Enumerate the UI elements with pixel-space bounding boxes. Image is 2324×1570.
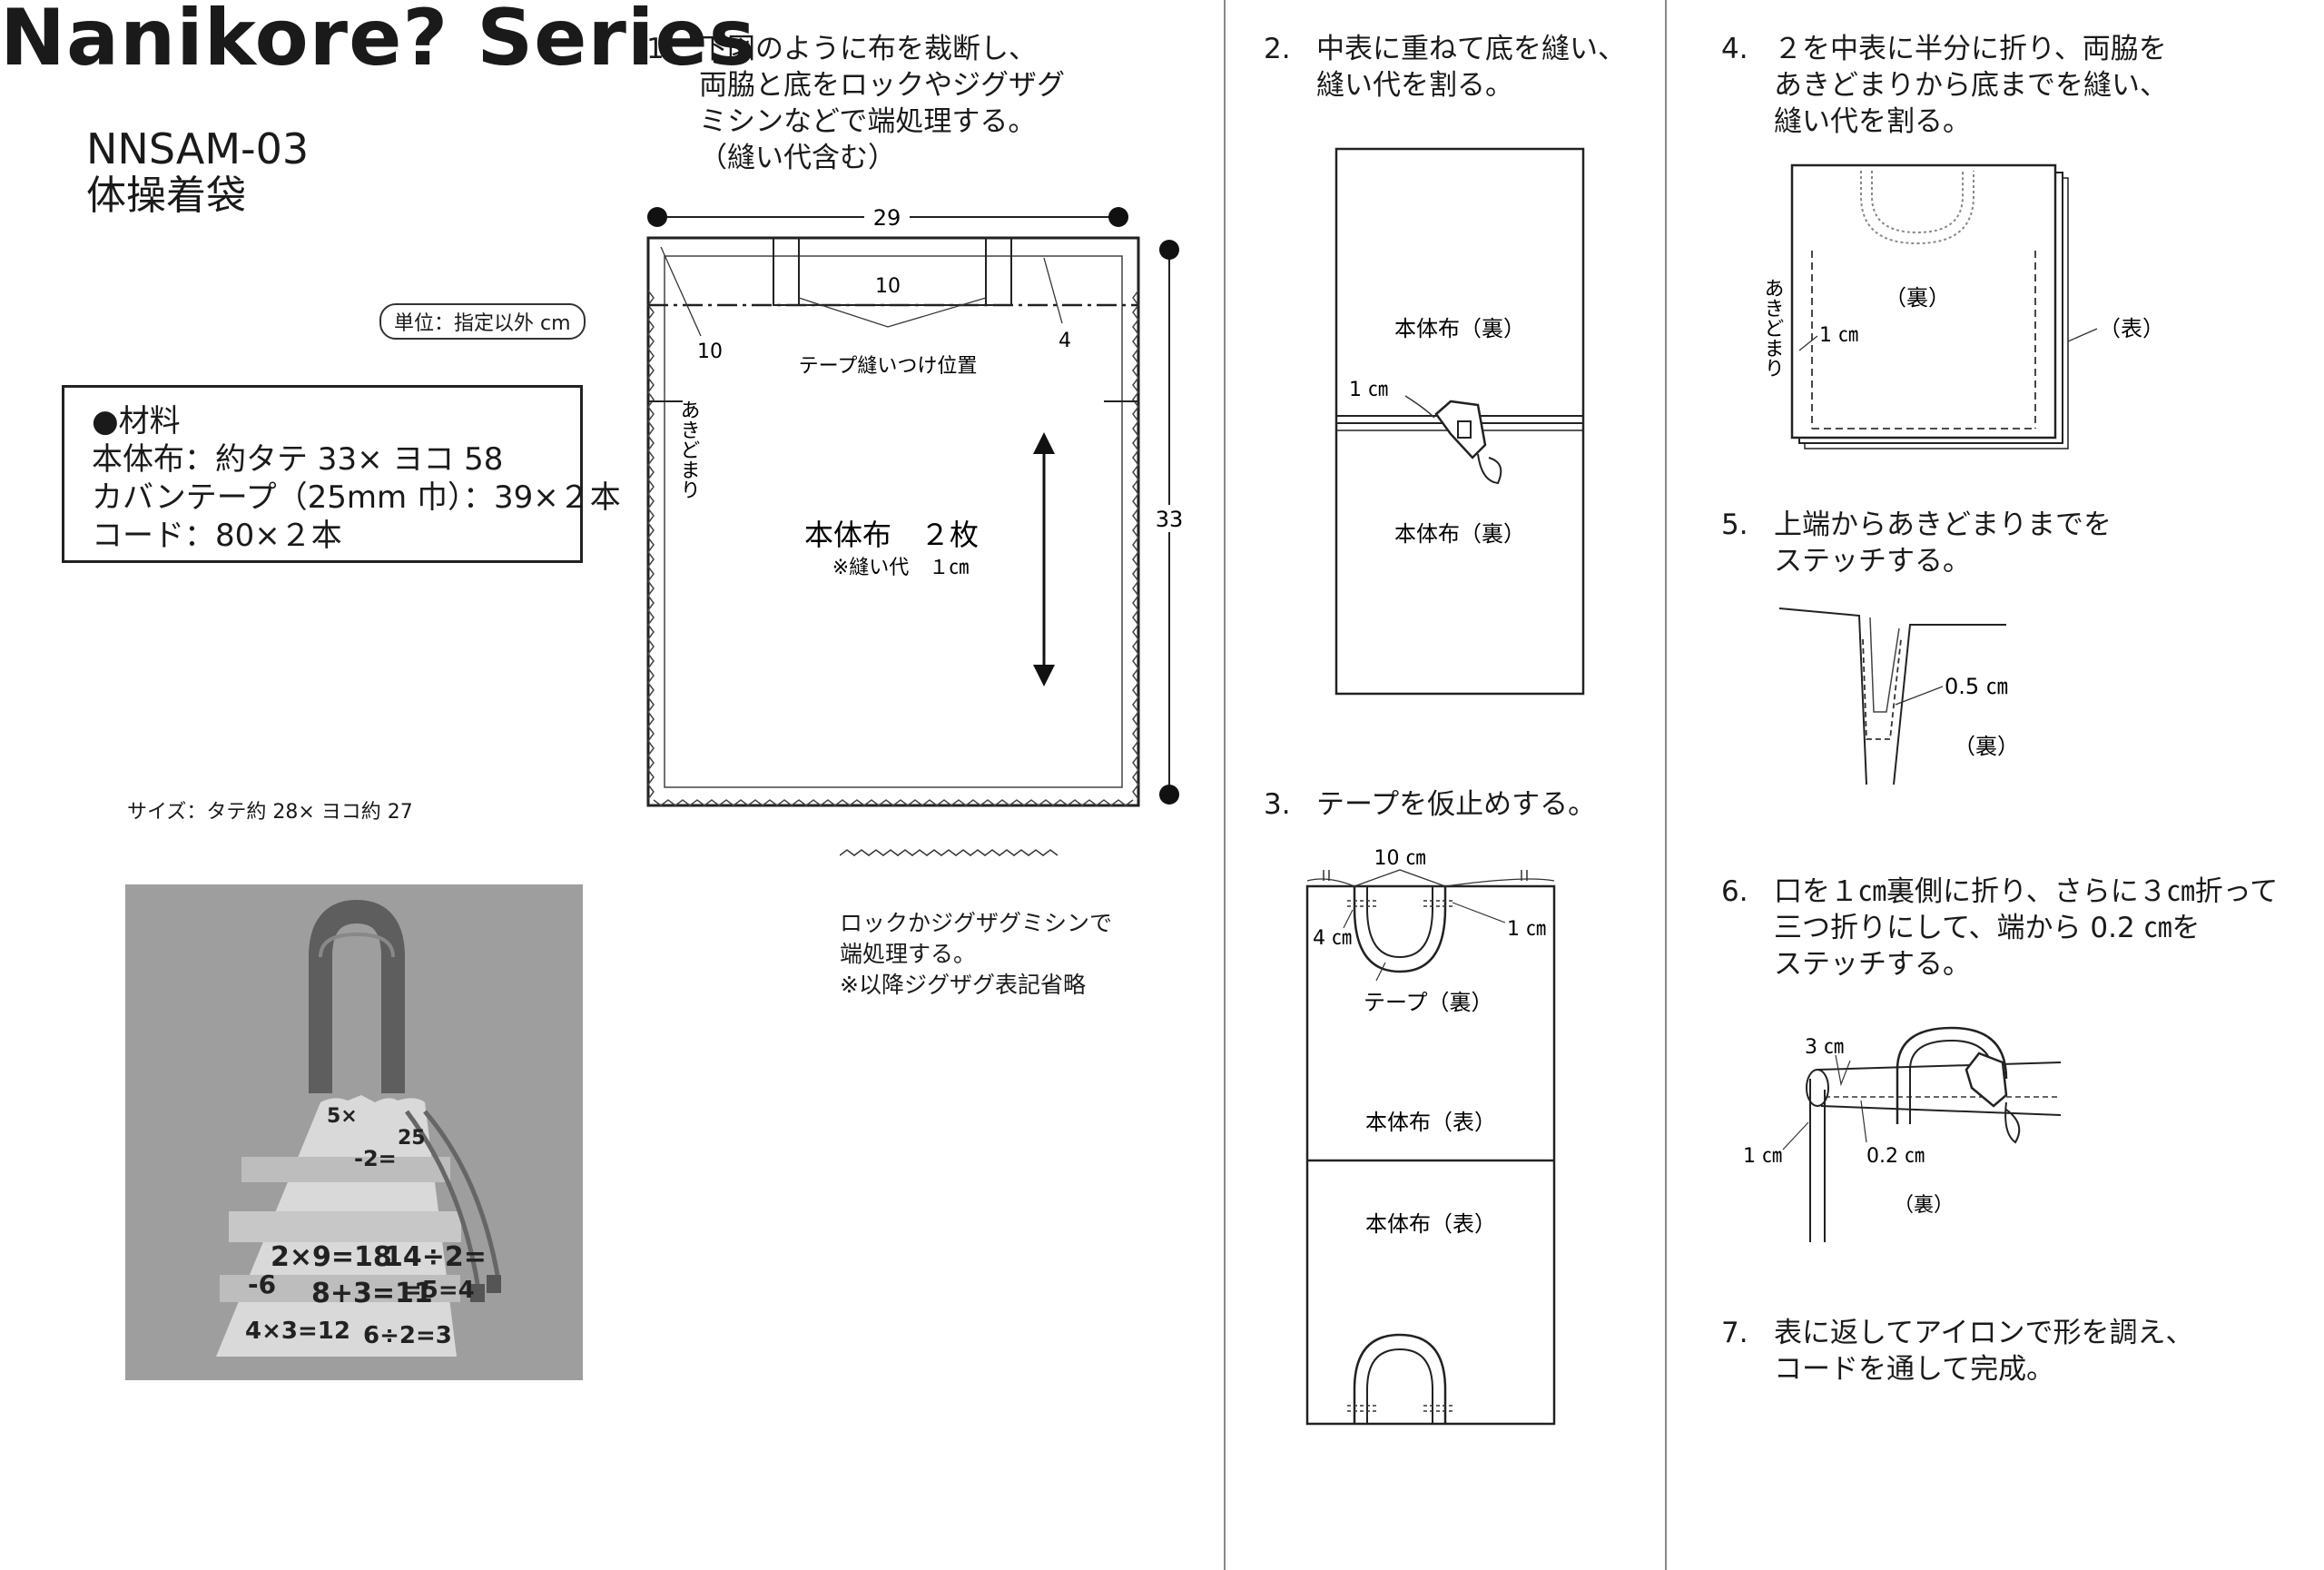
step-1: 1.下図のように布を裁断し、 両脇と底をロックやジグザグ ミシンなどで端処理する… (646, 33, 1065, 174)
seam-allowance-note: ※縫い代 １㎝ (832, 557, 969, 579)
materials-heading: ●材料 (92, 403, 181, 439)
stitch-dim: 0.5 ㎝ (1945, 674, 2008, 699)
back-side-label: （裏） (1885, 285, 1950, 311)
zigzag-note: ロックかジグザグミシンで 端処理する。 ※以降ジグザグ表記省略 (840, 910, 1113, 998)
step-5: 5.上端からあきどまりまでを ステッチする。 (1721, 509, 2112, 578)
back-side-label: （裏） (1954, 734, 2019, 759)
photo-text: 6÷2=3 (363, 1322, 452, 1349)
step-7: 7.表に返してアイロンで形を調え、 コードを通して完成。 (1721, 1317, 2194, 1386)
photo-text: 25 (398, 1127, 426, 1150)
diagram-side-seams: （裏） （表） あきどまり 1 ㎝ (1761, 163, 2153, 449)
product-code: NNSAM-03 (86, 124, 310, 173)
diagram-bottom-seam: 本体布（裏） 本体布（裏） 1 ㎝ (1334, 147, 1585, 696)
photo-text: 4×3=12 (245, 1318, 350, 1345)
stitch-dim: 0.2 ㎝ (1866, 1145, 1925, 1168)
opening-stop-label: あきどまり (1761, 278, 1784, 378)
size-note: サイズ：タテ約 28× ヨコ約 27 (127, 801, 413, 824)
brand-title: Nanikore? Series (0, 0, 756, 84)
opening-stop-label: あきどまり (677, 400, 700, 499)
tape-right-dim: 1 ㎝ (1507, 918, 1546, 941)
zigzag-icon (840, 849, 1059, 856)
materials-box: ●材料 本体布：約タテ 33× ヨコ 58 カバンテープ（25mm 巾）：39×… (62, 385, 621, 563)
dim-width: 29 (873, 205, 901, 231)
unit-note: 単位：指定以外 cm (379, 303, 586, 340)
photo-text: 14÷2= (384, 1241, 487, 1273)
top-fabric-label: 本体布（裏） (1394, 316, 1525, 341)
photo-text: 5× (327, 1105, 358, 1128)
tape-left-dim: 4 ㎝ (1313, 927, 1352, 950)
seam-dim: 1 ㎝ (1819, 324, 1858, 347)
photo-strap (309, 899, 405, 1093)
tape-spacing-dim: 10 ㎝ (1374, 847, 1426, 870)
step-2: 2.中表に重ねて底を縫い、 縫い代を割る。 (1264, 33, 1626, 102)
material-item: カバンテープ（25mm 巾）：39×２本 (92, 479, 621, 516)
step-3: 3.テープを仮止めする。 (1264, 788, 1597, 821)
diagram-cutting-layout: 29 33 10 10 4 テープ縫いつけ位置 あきどまり 本体布 ２枚 ※縫い… (646, 205, 1184, 807)
fold-1cm-dim: 1 ㎝ (1743, 1145, 1782, 1168)
column-divider (1224, 0, 1226, 1570)
diagram-hem-stitch: 3 ㎝ 1 ㎝ 0.2 ㎝ （裏） (1743, 1026, 2062, 1242)
material-item: 本体布：約タテ 33× ヨコ 58 (92, 441, 504, 478)
photo-text: 2×9=18 (271, 1241, 392, 1273)
material-item: コード：80×２本 (92, 518, 342, 554)
photo-text: =5=4 (402, 1277, 475, 1304)
upper-fabric-label: 本体布（表） (1365, 1110, 1496, 1135)
photo-text: 8+3=11 (311, 1278, 433, 1309)
iron-icon (1434, 400, 1487, 459)
seam-dim: 1 ㎝ (1349, 379, 1388, 401)
photo-text: -2= (354, 1146, 397, 1171)
product-photo: 5× 25 -2= 2×9=18 14÷2= -6 8+3=11 =5=4 4×… (125, 884, 583, 1380)
fold-3cm-dim: 3 ㎝ (1805, 1036, 1844, 1059)
body-fabric-label: 本体布 ２枚 (804, 518, 979, 552)
step-6: 6.口を１㎝裏側に折り、さらに３㎝折って 三つ折りにして、端から 0.2 ㎝を … (1721, 875, 2279, 981)
diagram-stitch-opening: 0.5 ㎝ （裏） (1778, 607, 2019, 785)
dim-left-margin: 10 (697, 341, 723, 363)
dim-top-margin: 10 (875, 275, 901, 298)
tape-position-label: テープ縫いつけ位置 (799, 355, 978, 378)
bottom-fabric-label: 本体布（裏） (1394, 521, 1525, 547)
dim-height: 33 (1156, 507, 1184, 532)
back-side-label: （裏） (1894, 1194, 1954, 1217)
tape-label: テープ（裏） (1364, 990, 1493, 1015)
diagram-tape-basting: 10 ㎝ 4 ㎝ 1 ㎝ テープ（裏） 本体布（表） 本体布（表） (1305, 847, 1556, 1426)
lower-fabric-label: 本体布（表） (1365, 1211, 1496, 1237)
dim-right-margin: 4 (1059, 330, 1071, 352)
product-name: 体操着袋 (86, 173, 246, 219)
front-side-label: （表） (2099, 316, 2153, 341)
photo-text: -6 (248, 1269, 276, 1299)
step-4: 4.２を中表に半分に折り、両脇を あきどまりから底までを縫い、 縫い代を割る。 (1721, 33, 2168, 138)
iron-icon (1965, 1052, 2008, 1108)
column-divider (1665, 0, 1667, 1570)
